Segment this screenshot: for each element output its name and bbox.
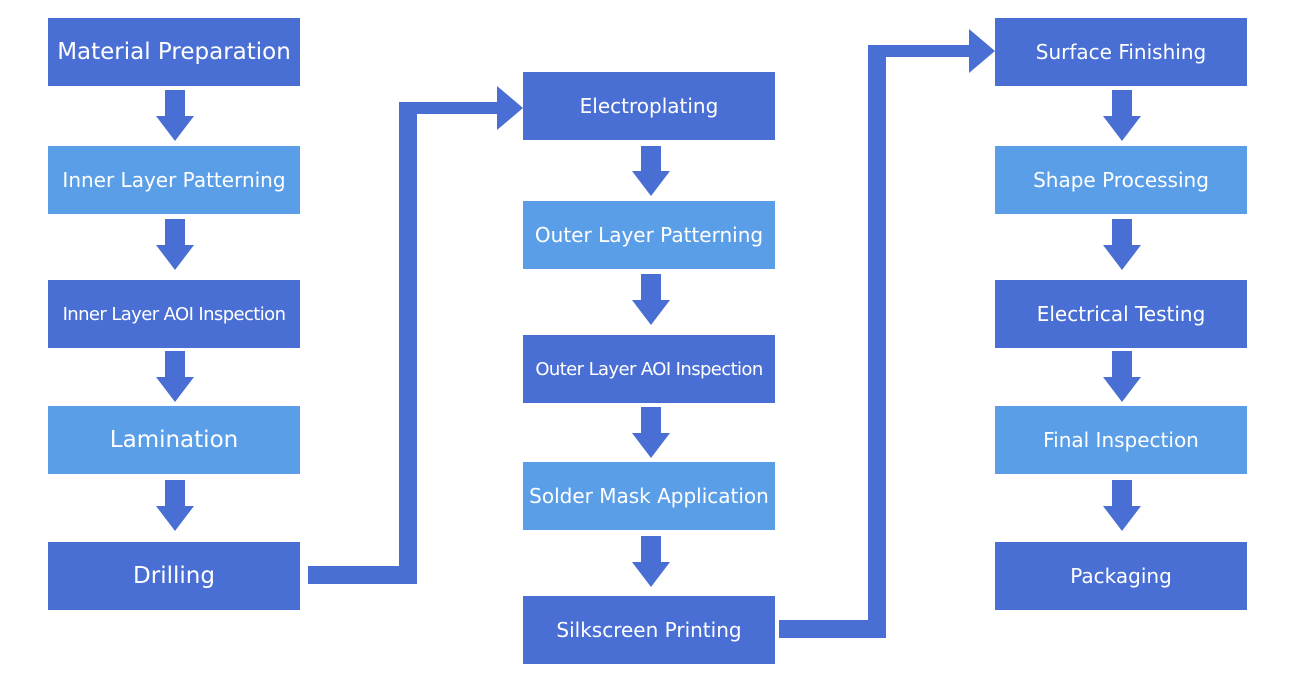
step-lamination: Lamination: [48, 406, 300, 474]
step-solder-mask-application: Solder Mask Application: [523, 462, 775, 530]
step-drilling: Drilling: [48, 542, 300, 610]
step-outer-layer-aoi-inspection: Outer Layer AOI Inspection: [523, 335, 775, 403]
arrow-down-icon: [1103, 480, 1141, 531]
step-electroplating: Electroplating: [523, 72, 775, 140]
arrow-down-icon: [156, 90, 194, 141]
arrow-down-icon: [632, 536, 670, 587]
step-final-inspection: Final Inspection: [995, 406, 1247, 474]
step-inner-layer-aoi-inspection: Inner Layer AOI Inspection: [48, 280, 300, 348]
connector-arrow-icon: [779, 29, 995, 638]
step-surface-finishing: Surface Finishing: [995, 18, 1247, 86]
arrow-down-icon: [1103, 351, 1141, 402]
step-outer-layer-patterning: Outer Layer Patterning: [523, 201, 775, 269]
arrow-down-icon: [632, 274, 670, 325]
step-inner-layer-patterning: Inner Layer Patterning: [48, 146, 300, 214]
step-packaging: Packaging: [995, 542, 1247, 610]
arrow-down-icon: [156, 219, 194, 270]
step-electrical-testing: Electrical Testing: [995, 280, 1247, 348]
step-shape-processing: Shape Processing: [995, 146, 1247, 214]
arrow-down-icon: [156, 480, 194, 531]
arrow-down-icon: [1103, 90, 1141, 141]
step-material-preparation: Material Preparation: [48, 18, 300, 86]
connector-arrow-icon: [308, 86, 523, 584]
step-silkscreen-printing: Silkscreen Printing: [523, 596, 775, 664]
arrow-down-icon: [156, 351, 194, 402]
arrow-down-icon: [632, 407, 670, 458]
arrow-down-icon: [1103, 219, 1141, 270]
arrow-down-icon: [632, 146, 670, 196]
